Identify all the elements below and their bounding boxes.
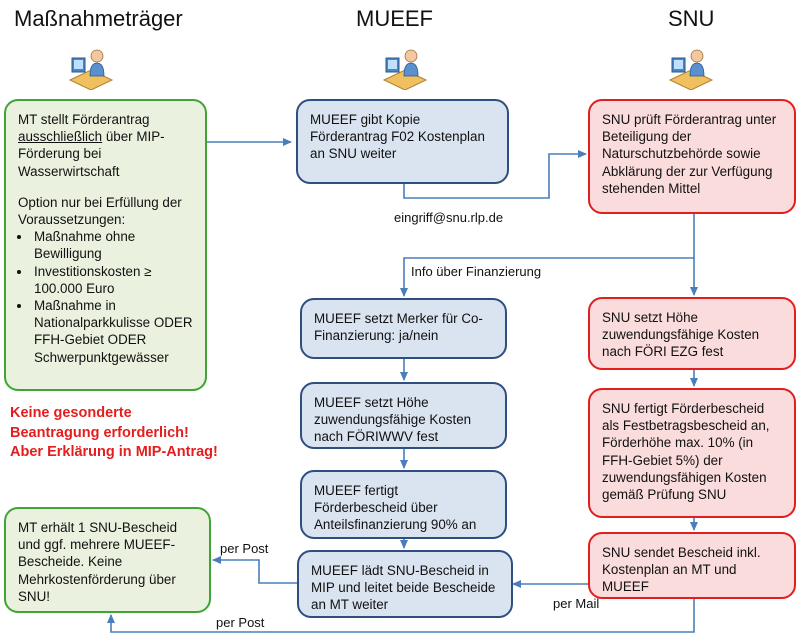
- condition-item: Maßnahme in Nationalparkkulisse ODER FFH…: [32, 297, 193, 366]
- label-info-finanzierung: Info über Finanzierung: [411, 264, 542, 279]
- person-at-desk-icon: [68, 49, 114, 90]
- box-mueef-kopie: MUEEF gibt Kopie Förderantrag F02 Kosten…: [296, 99, 509, 184]
- mueef-laedt-text: MUEEF lädt SNU-Bescheid in MIP und leite…: [311, 563, 496, 613]
- warning-note-line: Aber Erklärung in MIP-Antrag!: [10, 444, 218, 460]
- column-header-mueef: MUEEF: [356, 6, 433, 31]
- box-snu-prueft: SNU prüft Förderantrag unter Beteiligung…: [588, 99, 796, 214]
- label-per-mail: per Mail: [553, 596, 600, 611]
- box-snu-hoehe: SNU setzt Höhe zuwendungsfähige Kosten n…: [588, 297, 796, 370]
- arrow-per-post-1: [212, 556, 297, 584]
- mt-antrag-text: MT stellt Förderantrag ausschließlich üb…: [18, 111, 193, 180]
- box-mueef-hoehe: MUEEF setzt Höhe zuwendungsfähige Kosten…: [300, 382, 507, 449]
- mueef-merker-text: MUEEF setzt Merker für Co-Finanzierung: …: [314, 311, 483, 344]
- mueef-bescheid-text: MUEEF fertigt Förderbescheid über Anteil…: [314, 483, 477, 533]
- label-per-post-1: per Post: [220, 541, 269, 556]
- snu-bescheid-text: SNU fertigt Förderbescheid als Festbetra…: [602, 401, 770, 503]
- snu-sendet-text: SNU sendet Bescheid inkl. Kostenplan an …: [602, 545, 761, 595]
- mt-condition-list: Maßnahme ohne Bewilligung Investitionsko…: [18, 228, 193, 366]
- label-per-post-2: per Post: [216, 615, 265, 630]
- mt-erhaelt-text: MT erhält 1 SNU-Bescheid und ggf. mehrer…: [18, 520, 178, 604]
- snu-pruef-text: SNU prüft Förderantrag unter Beteiligung…: [602, 112, 777, 196]
- snu-hoehe-text: SNU setzt Höhe zuwendungsfähige Kosten n…: [602, 310, 760, 360]
- warning-note-line: Beantragung erforderlich!: [10, 424, 189, 441]
- mt-antrag-text-start: MT stellt Förderantrag: [18, 112, 150, 127]
- mueef-kopie-text: MUEEF gibt Kopie Förderantrag F02 Kosten…: [310, 112, 485, 162]
- arrow-per-post-2: [107, 599, 695, 633]
- mt-option-text: Option nur bei Erfüllung der Voraussetzu…: [18, 194, 182, 228]
- arrow-info-finanzierung: [400, 214, 695, 297]
- condition-item: Investitionskosten ≥ 100.000 Euro: [32, 263, 193, 297]
- warning-note: Keine gesonderte Beantragung erforderlic…: [10, 404, 218, 463]
- box-mt-erhaelt: MT erhält 1 SNU-Bescheid und ggf. mehrer…: [4, 507, 211, 613]
- box-mueef-merker: MUEEF setzt Merker für Co-Finanzierung: …: [300, 298, 507, 359]
- arrow-kopie-to-snu: [403, 150, 587, 199]
- label-email: eingriff@snu.rlp.de: [394, 210, 504, 225]
- condition-item: Maßnahme ohne Bewilligung: [32, 228, 193, 262]
- person-at-desk-icon: [382, 49, 428, 90]
- warning-note-line: Keine gesonderte: [10, 405, 132, 421]
- mt-antrag-underlined-word: ausschließlich: [18, 129, 103, 145]
- person-at-desk-icon: [668, 49, 714, 90]
- box-snu-bescheid: SNU fertigt Förderbescheid als Festbetra…: [588, 388, 796, 518]
- box-mueef-laedt: MUEEF lädt SNU-Bescheid in MIP und leite…: [297, 550, 513, 618]
- box-snu-sendet: SNU sendet Bescheid inkl. Kostenplan an …: [588, 532, 796, 599]
- column-header-snu: SNU: [668, 6, 715, 31]
- column-header-massnahmetraeger: Maßnahmeträger: [14, 6, 183, 31]
- mt-antrag-text-end: über MIP-Förderung bei Wasserwirtschaft: [18, 129, 165, 179]
- mueef-hoehe-text: MUEEF setzt Höhe zuwendungsfähige Kosten…: [314, 395, 472, 445]
- box-mt-foerderantrag: MT stellt Förderantrag ausschließlich üb…: [4, 99, 207, 391]
- box-mueef-bescheid: MUEEF fertigt Förderbescheid über Anteil…: [300, 470, 507, 539]
